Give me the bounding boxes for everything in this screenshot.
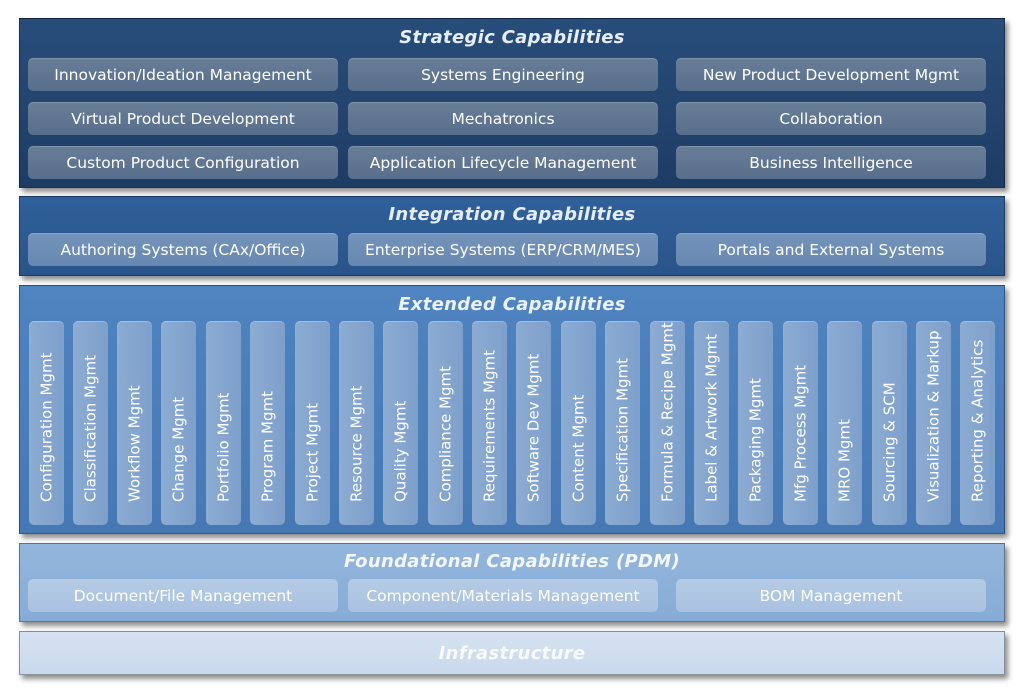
integration-capabilities-title: Integration Capabilities	[388, 204, 636, 225]
foundational-item: Document/File Management	[28, 579, 338, 612]
integration-item: Authoring Systems (CAx/Office)	[28, 233, 338, 266]
strategic-item: Mechatronics	[348, 102, 658, 135]
extended-capabilities-layer: Extended Capabilities Configuration Mgmt…	[19, 285, 1005, 534]
strategic-capabilities-title: Strategic Capabilities	[399, 27, 625, 48]
extended-item: MRO Mgmt	[827, 321, 862, 525]
extended-item-label: Project Mgmt	[303, 402, 321, 502]
extended-item: Software Dev Mgmt	[516, 321, 551, 525]
extended-item-label: Reporting & Analytics	[968, 339, 986, 502]
strategic-item: New Product Development Mgmt	[676, 58, 986, 91]
extended-item: Reporting & Analytics	[960, 321, 995, 525]
integration-item: Portals and External Systems	[676, 233, 986, 266]
integration-item: Enterprise Systems (ERP/CRM/MES)	[348, 233, 658, 266]
extended-item-label: Portfolio Mgmt	[214, 392, 232, 502]
extended-item: Visualization & Markup	[916, 321, 951, 525]
extended-item-label: Formula & Recipe Mgmt	[658, 322, 676, 502]
extended-capabilities-title: Extended Capabilities	[398, 294, 626, 315]
infrastructure-title: Infrastructure	[438, 643, 586, 664]
extended-item-label: Workflow Mgmt	[125, 385, 143, 502]
extended-item: Content Mgmt	[561, 321, 596, 525]
strategic-item: Business Intelligence	[676, 146, 986, 179]
extended-item-label: Label & Artwork Mgmt	[702, 333, 720, 502]
extended-item-label: Resource Mgmt	[347, 385, 365, 502]
extended-item: Configuration Mgmt	[29, 321, 64, 525]
extended-item-label: Change Mgmt	[169, 396, 187, 502]
extended-item-label: Mfg Process Mgmt	[791, 364, 809, 502]
strategic-item: Innovation/Ideation Management	[28, 58, 338, 91]
extended-item: Sourcing & SCM	[872, 321, 907, 525]
foundational-capabilities-layer: Foundational Capabilities (PDM) Document…	[19, 543, 1005, 622]
extended-item-label: Visualization & Markup	[924, 330, 942, 502]
extended-item-label: Compliance Mgmt	[436, 365, 454, 502]
foundational-capabilities-title: Foundational Capabilities (PDM)	[343, 551, 680, 572]
extended-item: Packaging Mgmt	[738, 321, 773, 525]
extended-item-label: Program Mgmt	[258, 390, 276, 502]
extended-item-label: Packaging Mgmt	[746, 378, 764, 502]
extended-item-label: Content Mgmt	[569, 394, 587, 502]
strategic-item: Systems Engineering	[348, 58, 658, 91]
extended-item: Resource Mgmt	[339, 321, 374, 525]
strategic-capabilities-layer: Strategic Capabilities Innovation/Ideati…	[19, 18, 1005, 188]
integration-capabilities-layer: Integration Capabilities Authoring Syste…	[19, 196, 1005, 276]
extended-item: Mfg Process Mgmt	[783, 321, 818, 525]
extended-item-label: Quality Mgmt	[391, 400, 409, 502]
foundational-item: Component/Materials Management	[348, 579, 658, 612]
extended-item-label: Specification Mgmt	[613, 357, 631, 502]
strategic-item: Application Lifecycle Management	[348, 146, 658, 179]
infrastructure-layer: Infrastructure	[19, 631, 1005, 675]
extended-item: Program Mgmt	[250, 321, 285, 525]
extended-item: Workflow Mgmt	[117, 321, 152, 525]
extended-item: Quality Mgmt	[383, 321, 418, 525]
strategic-item: Collaboration	[676, 102, 986, 135]
extended-item: Specification Mgmt	[605, 321, 640, 525]
extended-item: Project Mgmt	[295, 321, 330, 525]
extended-item: Compliance Mgmt	[428, 321, 463, 525]
extended-item: Portfolio Mgmt	[206, 321, 241, 525]
extended-item: Classification Mgmt	[73, 321, 108, 525]
extended-item-label: Software Dev Mgmt	[524, 353, 542, 502]
extended-item-label: Requirements Mgmt	[480, 349, 498, 502]
extended-item: Formula & Recipe Mgmt	[650, 321, 685, 525]
extended-item-label: MRO Mgmt	[835, 419, 853, 502]
extended-item-label: Configuration Mgmt	[37, 352, 55, 502]
foundational-item: BOM Management	[676, 579, 986, 612]
extended-item-label: Sourcing & SCM	[880, 382, 898, 502]
extended-item-label: Classification Mgmt	[81, 355, 99, 502]
extended-item: Label & Artwork Mgmt	[694, 321, 729, 525]
extended-item: Change Mgmt	[161, 321, 196, 525]
strategic-item: Custom Product Configuration	[28, 146, 338, 179]
strategic-item: Virtual Product Development	[28, 102, 338, 135]
extended-item: Requirements Mgmt	[472, 321, 507, 525]
